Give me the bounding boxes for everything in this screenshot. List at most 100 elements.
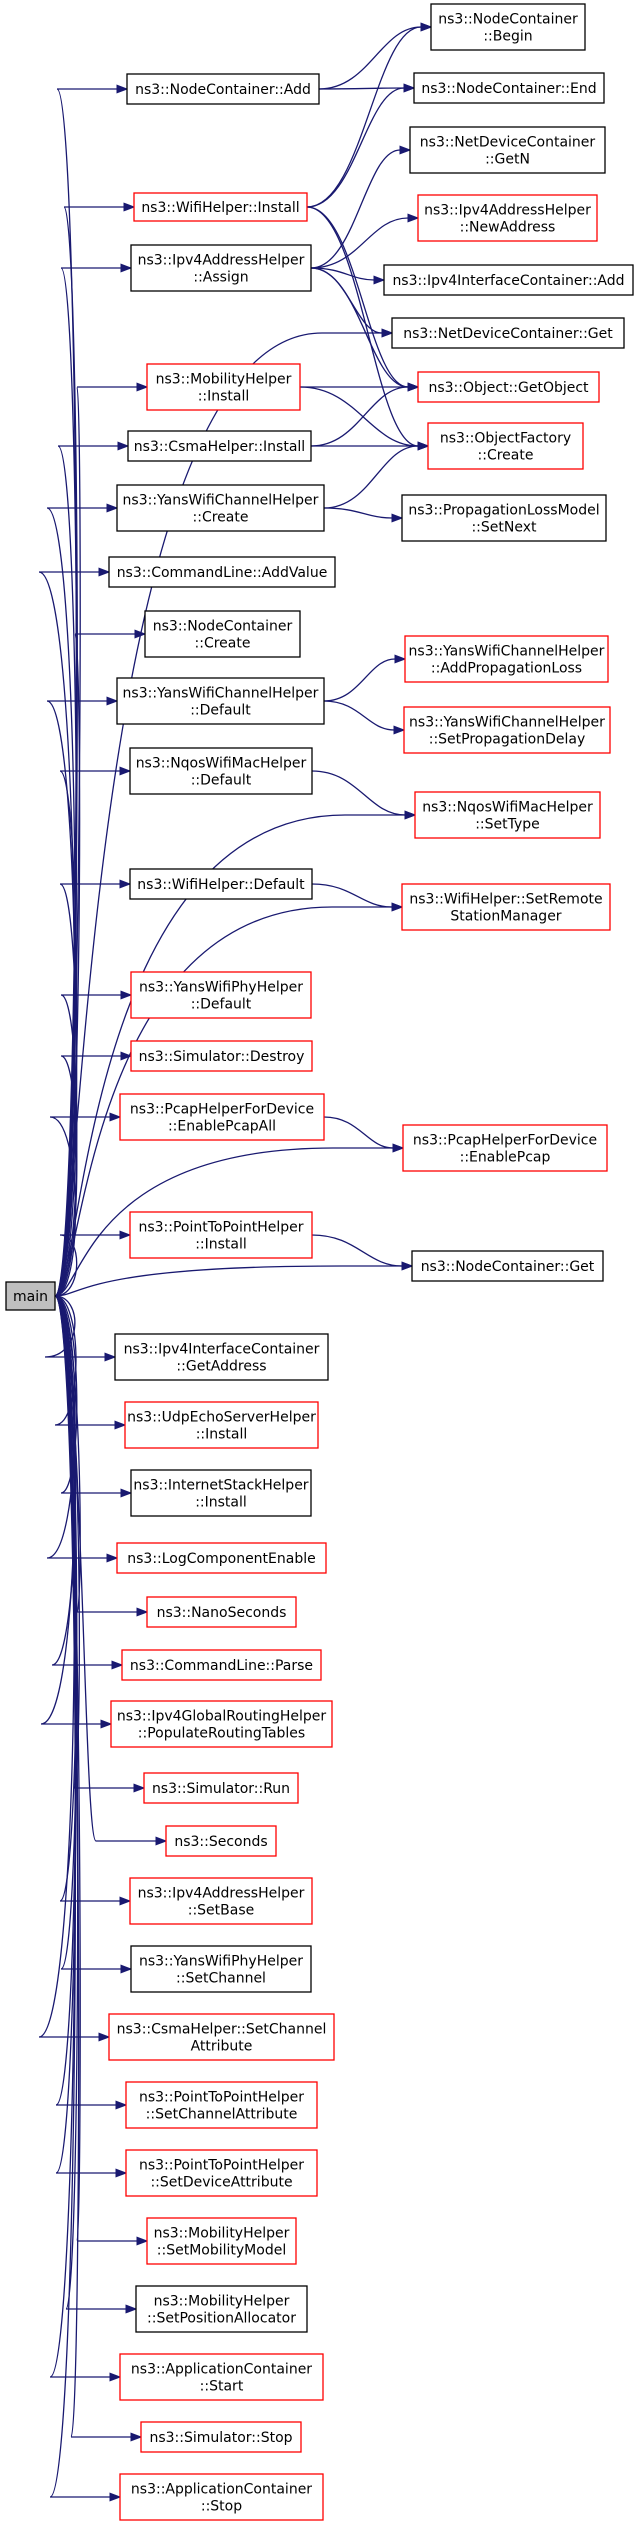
node-objfac-create[interactable]: ns3::ObjectFactory::Create xyxy=(427,422,584,470)
node-label: ::Create xyxy=(193,510,249,526)
node-label: ns3::CsmaHelper::SetChannel xyxy=(117,2022,327,2038)
edge-main-to-app_stop xyxy=(49,1295,122,2502)
node-label: ns3::Ipv4AddressHelper xyxy=(138,253,305,269)
node-nanoseconds[interactable]: ns3::NanoSeconds xyxy=(146,1596,297,1628)
node-wifi-install[interactable]: ns3::WifiHelper::Install xyxy=(133,192,308,222)
node-label: ns3::PointToPointHelper xyxy=(139,2158,304,2174)
node-label: ns3::PointToPointHelper xyxy=(139,2090,304,2106)
node-ipv4grh-populate[interactable]: ns3::Ipv4GlobalRoutingHelper::PopulateRo… xyxy=(110,1700,333,1748)
node-label: ::SetChannelAttribute xyxy=(146,2107,298,2123)
node-label: ns3::NodeContainer::Add xyxy=(135,82,311,98)
node-ipv4addr-newaddr[interactable]: ns3::Ipv4AddressHelper::NewAddress xyxy=(417,194,598,242)
node-label: ::GetN xyxy=(485,152,530,168)
node-label: ns3::CommandLine::AddValue xyxy=(117,565,328,581)
node-label: ns3::YansWifiChannelHelper xyxy=(123,493,319,509)
node-inet-install: ns3::InternetStackHelper::Install xyxy=(130,1469,312,1517)
node-label: ::SetNext xyxy=(471,520,537,536)
node-label: ns3::Seconds xyxy=(174,1834,267,1850)
node-label: ::Install xyxy=(195,1237,247,1253)
node-p2p-setdevattr[interactable]: ns3::PointToPointHelper::SetDeviceAttrib… xyxy=(125,2149,318,2197)
node-app-start[interactable]: ns3::ApplicationContainer::Start xyxy=(119,2353,324,2401)
node-label: ns3::YansWifiChannelHelper xyxy=(123,686,319,702)
node-label: ns3::UdpEchoServerHelper xyxy=(127,1410,316,1426)
node-label: ns3::ObjectFactory xyxy=(440,431,571,447)
node-label: ::GetAddress xyxy=(176,1359,266,1375)
node-label: ns3::CsmaHelper::Install xyxy=(134,439,305,455)
node-label: ns3::NodeContainer xyxy=(153,619,293,635)
call-edges xyxy=(38,22,433,2502)
node-label: ns3::WifiHelper::SetRemote xyxy=(409,892,602,908)
node-ipv4ic-getaddr: ns3::Ipv4InterfaceContainer::GetAddress xyxy=(114,1333,329,1381)
node-ywch-setdelay[interactable]: ns3::YansWifiChannelHelper::SetPropagati… xyxy=(403,706,611,754)
node-label: ns3::Ipv4InterfaceContainer::Add xyxy=(392,273,624,289)
node-ndc-get: ns3::NetDeviceContainer::Get xyxy=(391,317,625,349)
node-csma-setchattr[interactable]: ns3::CsmaHelper::SetChannelAttribute xyxy=(108,2013,335,2061)
node-nqos-settype[interactable]: ns3::NqosWifiMacHelper::SetType xyxy=(414,791,601,839)
node-label: ns3::NqosWifiMacHelper xyxy=(422,800,593,816)
node-label: ns3::ApplicationContainer xyxy=(131,2482,312,2498)
edge-main-to-pcap_enable xyxy=(54,1143,405,1297)
node-label: ::Default xyxy=(190,703,251,719)
node-ywph-setchannel: ns3::YansWifiPhyHelper::SetChannel xyxy=(130,1945,312,1993)
edge-wifi_install-to-nc_end xyxy=(306,83,416,208)
node-logcomp-enable[interactable]: ns3::LogComponentEnable xyxy=(116,1542,327,1574)
node-label: ::EnablePcapAll xyxy=(168,1119,276,1135)
node-label: ::Default xyxy=(191,997,252,1013)
node-p2p-install[interactable]: ns3::PointToPointHelper::Install xyxy=(129,1211,313,1259)
edge-ipv4addr_assign-to-ipv4addr_newaddr xyxy=(310,213,420,269)
node-wifi-default: ns3::WifiHelper::Default xyxy=(129,868,313,900)
edge-main-to-logcomp_enable xyxy=(46,1295,119,1563)
node-seconds[interactable]: ns3::Seconds xyxy=(165,1825,277,1857)
node-app-stop[interactable]: ns3::ApplicationContainer::Stop xyxy=(119,2473,324,2521)
node-nc-begin: ns3::NodeContainer::Begin xyxy=(430,3,586,51)
node-csma-install: ns3::CsmaHelper::Install xyxy=(127,430,312,462)
node-nc-end: ns3::NodeContainer::End xyxy=(413,72,605,104)
edge-main-to-nc_get xyxy=(54,1261,414,1297)
edge-wifi_install-to-obj_getobject xyxy=(306,206,420,392)
edge-ywch_create-to-plm_setnext xyxy=(323,507,404,523)
node-mob-install[interactable]: ns3::MobilityHelper::Install xyxy=(146,363,301,411)
node-obj-getobject[interactable]: ns3::Object::GetObject xyxy=(417,371,600,403)
node-nc-add: ns3::NodeContainer::Add xyxy=(126,73,320,105)
node-label: ::Install xyxy=(196,1427,248,1443)
node-ywch-create: ns3::YansWifiChannelHelper::Create xyxy=(116,484,325,532)
node-pcap-enable[interactable]: ns3::PcapHelperForDevice::EnablePcap xyxy=(402,1124,608,1172)
node-label: ns3::MobilityHelper xyxy=(154,2226,290,2242)
node-label: ns3::NodeContainer::Get xyxy=(421,1259,595,1275)
edge-ywch_default-to-ywch_addloss xyxy=(323,654,407,702)
edge-main-to-p2p_install xyxy=(54,1230,132,1297)
node-label: ::PopulateRoutingTables xyxy=(138,1726,305,1742)
node-ipv4addr-setbase[interactable]: ns3::Ipv4AddressHelper::SetBase xyxy=(129,1877,313,1925)
node-label: ::Install xyxy=(195,1495,247,1511)
node-ndc-getn: ns3::NetDeviceContainer::GetN xyxy=(409,126,606,174)
node-cmd-addvalue: ns3::CommandLine::AddValue xyxy=(108,556,336,588)
node-cmd-parse[interactable]: ns3::CommandLine::Parse xyxy=(121,1649,322,1681)
edge-nqos_default-to-nqos_settype xyxy=(311,770,417,820)
edge-mob_install-to-objfac_create xyxy=(299,386,430,451)
node-label: ::SetPositionAllocator xyxy=(147,2311,296,2327)
node-sim-stop[interactable]: ns3::Simulator::Stop xyxy=(140,2421,302,2453)
node-label: ::SetMobilityModel xyxy=(157,2243,286,2259)
node-p2p-setchattr[interactable]: ns3::PointToPointHelper::SetChannelAttri… xyxy=(125,2081,318,2129)
node-label: ns3::NodeContainer::End xyxy=(421,81,596,97)
node-sim-destroy[interactable]: ns3::Simulator::Destroy xyxy=(130,1040,313,1072)
edge-ywch_create-to-objfac_create xyxy=(323,441,430,509)
edge-pcap_enableall-to-pcap_enable xyxy=(323,1116,405,1153)
node-ywph-default[interactable]: ns3::YansWifiPhyHelper::Default xyxy=(130,971,312,1019)
edge-main-to-ywph_setchannel xyxy=(54,1295,133,1974)
node-label: ns3::Simulator::Stop xyxy=(149,2430,292,2446)
node-pcap-enableall[interactable]: ns3::PcapHelperForDevice::EnablePcapAll xyxy=(119,1093,325,1141)
node-ywch-addloss[interactable]: ns3::YansWifiChannelHelper::AddPropagati… xyxy=(404,635,609,683)
node-label: ns3::PointToPointHelper xyxy=(138,1220,303,1236)
node-nqos-default: ns3::NqosWifiMacHelper::Default xyxy=(129,747,313,795)
node-label: ns3::PcapHelperForDevice xyxy=(130,1102,314,1118)
node-sim-run[interactable]: ns3::Simulator::Run xyxy=(143,1772,299,1804)
node-udpecho-install[interactable]: ns3::UdpEchoServerHelper::Install xyxy=(124,1401,319,1449)
node-ywch-default: ns3::YansWifiChannelHelper::Default xyxy=(116,677,325,725)
node-label: ::Create xyxy=(478,448,534,464)
edge-csma_install-to-obj_getobject xyxy=(310,382,420,447)
node-mob-setmodel[interactable]: ns3::MobilityHelper::SetMobilityModel xyxy=(146,2217,297,2265)
node-label: ns3::PropagationLossModel xyxy=(408,503,599,519)
node-label: ns3::NetDeviceContainer xyxy=(420,135,596,151)
